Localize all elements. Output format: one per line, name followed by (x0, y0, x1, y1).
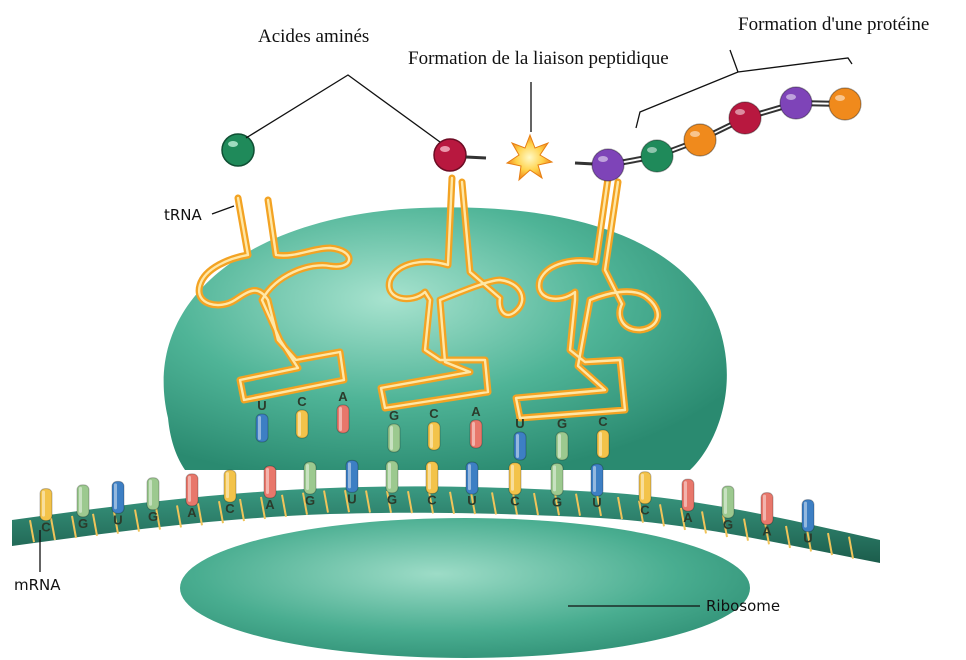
amino-acid-trna-1 (222, 134, 254, 166)
protein-amino-acid (684, 124, 716, 156)
label-peptide-bond: Formation de la liaison peptidique (408, 48, 669, 69)
trna-3-anticodon-base: U (514, 416, 526, 460)
trna-leader (212, 206, 234, 214)
mrna-base: G (551, 463, 563, 509)
label-mrna: mRNA (14, 576, 61, 594)
mrna-base-letter: C (427, 493, 437, 508)
trna-1-anticodon-base: C (296, 394, 308, 438)
peptide-bond-spark-icon (507, 135, 552, 180)
label-protein: Formation d'une protéine (738, 14, 929, 35)
mrna-base: G (77, 485, 89, 531)
mrna-base-letter: A (683, 510, 693, 525)
protein-amino-acid (592, 149, 624, 181)
mrna-base: G (722, 486, 734, 532)
mrna-base-letter: C (640, 503, 650, 518)
trna-1-anticodon-base: A (337, 389, 349, 433)
label-amino-acids: Acides aminés (258, 26, 369, 47)
mrna-base-letter: G (305, 493, 315, 508)
protein-amino-acid (829, 88, 861, 120)
protein-amino-acid (780, 87, 812, 119)
mrna-base-letter: G (552, 494, 562, 509)
peptide-bond-line (575, 163, 594, 164)
amino-acids-leader (246, 75, 440, 142)
trna-3-anticodon-base-letter: U (515, 416, 524, 431)
mrna-base-letter: U (113, 512, 122, 527)
protein-amino-acid-highlight (647, 147, 657, 153)
mrna-base-letter: U (467, 493, 476, 508)
mrna-base-letter: U (803, 531, 812, 546)
protein-amino-acid-highlight (598, 156, 608, 162)
label-trna: tRNA (164, 206, 203, 224)
mrna-base: U (112, 481, 124, 527)
trna-1-anticodon-base-letter: A (338, 389, 348, 404)
trna-3-anticodon-base-letter: G (557, 416, 567, 431)
trna-3-anticodon-base: G (556, 416, 568, 460)
mrna-base-letter: U (347, 491, 356, 506)
mrna-base: U (346, 460, 358, 506)
protein-amino-acid-highlight (735, 109, 745, 115)
mrna-base: C (224, 470, 236, 516)
mrna-base: U (466, 462, 478, 508)
mrna-base-letter: A (265, 497, 275, 512)
mrna-base-letter: A (187, 505, 197, 520)
protein-amino-acid-highlight (786, 94, 796, 100)
mrna-base: U (591, 464, 603, 510)
trna-3-anticodon-base-letter: C (598, 414, 608, 429)
mrna-base: G (386, 461, 398, 507)
label-ribosome: Ribosome (706, 597, 780, 615)
protein-amino-acid (641, 140, 673, 172)
trna-1-anticodon-base-letter: C (297, 394, 307, 409)
trna-2-anticodon-base: C (428, 406, 440, 450)
mrna-base-letter: A (762, 524, 772, 539)
trna-2-anticodon-base: A (470, 404, 482, 448)
mrna-base-letter: G (78, 516, 88, 531)
trna-1-anticodon-base-letter: U (257, 398, 266, 413)
mrna-base: A (186, 474, 198, 520)
mrna-base: A (761, 493, 773, 539)
mrna-base: A (264, 466, 276, 512)
protein-amino-acid-highlight (690, 131, 700, 137)
protein-chain (575, 87, 861, 181)
trna-2-anticodon-base-letter: A (471, 404, 481, 419)
mrna-base: C (40, 489, 52, 535)
trna-2-anticodon-base-letter: C (429, 406, 439, 421)
mrna-base: C (509, 463, 521, 509)
mrna-base-letter: G (148, 509, 158, 524)
trna-2-anticodon-base: G (388, 408, 400, 452)
trna-2-anticodon-base-letter: G (389, 408, 399, 423)
trna-3-anticodon-base: C (597, 414, 609, 458)
mrna-base-letter: C (41, 520, 51, 535)
protein-amino-acid-highlight (835, 95, 845, 101)
mrna-base-letter: C (510, 494, 520, 509)
mrna-base: G (147, 478, 159, 524)
mrna-base-letter: U (592, 495, 601, 510)
mrna-base-letter: C (225, 501, 235, 516)
amino-acid-trna-2 (434, 139, 466, 171)
mrna-base: C (639, 472, 651, 518)
mrna-base: U (802, 500, 814, 546)
protein-amino-acid (729, 102, 761, 134)
mrna-base-letter: G (387, 492, 397, 507)
mrna-base-letter: G (723, 517, 733, 532)
trna-1-anticodon-base: U (256, 398, 268, 442)
ribosome-small-subunit (180, 518, 750, 658)
mrna-base: A (682, 479, 694, 525)
mrna-base: C (426, 462, 438, 508)
mrna-base: G (304, 462, 316, 508)
